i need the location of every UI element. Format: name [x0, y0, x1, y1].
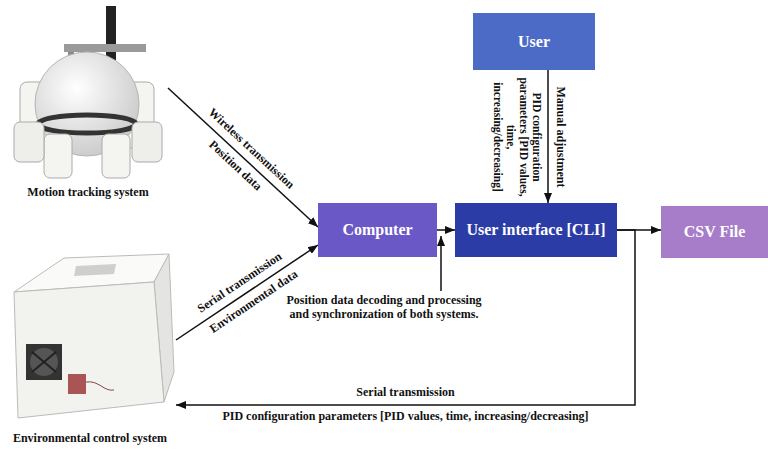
annotation-label: Position data decoding and processing an…	[282, 294, 486, 322]
environment-box-illustration	[4, 252, 176, 428]
connector-arrow	[547, 70, 549, 203]
box-label: User	[518, 33, 550, 51]
box-label: Computer	[342, 221, 412, 239]
edge-label: Serial transmission	[354, 386, 456, 400]
annotation-label: PID configuration parameters [PID values…	[220, 410, 590, 424]
box-label: User interface [CLI]	[466, 221, 605, 239]
motion-tracker-illustration	[8, 4, 168, 182]
system-caption: Motion tracking system	[27, 185, 148, 200]
interface-box: User interface [CLI]	[455, 203, 617, 257]
box-label: CSV File	[684, 223, 745, 241]
connector-arrow	[437, 229, 455, 231]
connector-arrow	[168, 88, 318, 227]
edge-label: Manual adjustment	[553, 84, 567, 189]
computer-box: Computer	[318, 203, 437, 257]
file-box: CSV File	[661, 206, 768, 258]
annotation-label: PID configuration parameters [PID values…	[491, 71, 543, 203]
system-node: Motion tracking system	[8, 4, 168, 200]
leader-arrow	[440, 236, 442, 291]
system-node: Environmental control system	[4, 252, 176, 446]
user-box: User	[473, 13, 595, 70]
connector-arrow	[176, 245, 318, 340]
system-caption: Environmental control system	[13, 431, 167, 446]
